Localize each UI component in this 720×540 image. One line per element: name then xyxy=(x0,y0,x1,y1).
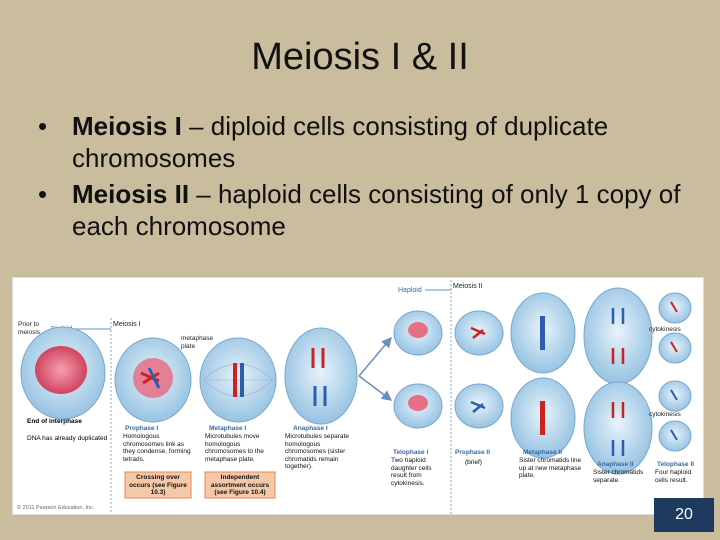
stage-title: Prophase II xyxy=(455,449,490,456)
meiosis-i-label: Meiosis I xyxy=(113,321,141,328)
cytokinesis-label-top: cytokinesis xyxy=(649,326,682,333)
haploid-label: Haploid xyxy=(398,287,422,294)
copyright-text: © 2011 Pearson Education, Inc. xyxy=(17,504,95,511)
stage-desc-wrap: Sister chromatids separate. xyxy=(593,469,655,499)
stage-desc: Four haploid cells result. xyxy=(655,469,701,484)
assortment-text: Independent assortment occurs (see Figur… xyxy=(207,474,273,497)
crossing-over-box: Crossing over occurs (see Figure 10.3) xyxy=(125,472,191,498)
split-arrow-bottom xyxy=(359,376,391,400)
split-arrow-top xyxy=(359,338,391,376)
stage-desc-wrap: Microtubules separate homologous chromos… xyxy=(285,433,361,479)
anaphase-i-cell xyxy=(285,328,357,424)
metaphase-i-cell xyxy=(200,338,276,422)
bullet-term: Meiosis II xyxy=(72,179,189,209)
stage-title: Anaphase II xyxy=(597,461,634,468)
anaphase-ii-cell-top xyxy=(584,288,652,384)
stage-desc: Homologous chromosomes link as they cond… xyxy=(123,433,191,463)
telophase-i-cell-top xyxy=(394,311,442,355)
slide-number: 20 xyxy=(654,498,714,532)
stage-desc-wrap: Four haploid cells result. xyxy=(655,469,701,499)
bullet-meiosis-i: •Meiosis I – diploid cells consisting of… xyxy=(38,110,698,174)
cytokinesis-label-bottom: cytokinesis xyxy=(649,411,682,418)
stage-title: Prophase I xyxy=(125,425,158,432)
stage-desc: Sister chromatids separate. xyxy=(593,469,655,484)
telophase-ii-cells xyxy=(659,293,691,451)
meiosis-diagram: Haploid Meiosis II Prior to meiosis Dipl… xyxy=(12,277,704,515)
stage-title: Telophase I xyxy=(393,449,428,456)
stage-desc: Two haploid daughter cells result from c… xyxy=(391,457,449,487)
bullet-icon: • xyxy=(38,178,47,210)
prophase-ii-cell-bottom xyxy=(455,384,503,428)
metaphase-plate-label: metaphase xyxy=(181,335,214,342)
meiosis-diagram-svg: Haploid Meiosis II Prior to meiosis Dipl… xyxy=(13,278,703,514)
prior-label-2: meiosis xyxy=(18,329,41,336)
stage-title: Telophase II xyxy=(657,461,694,468)
metaphase-ii-cell-bottom xyxy=(511,378,575,458)
stage-title: Anaphase I xyxy=(293,425,328,432)
stage-desc: (brief) xyxy=(465,459,482,466)
bullet-list: •Meiosis I – diploid cells consisting of… xyxy=(38,110,698,246)
bullet-icon: • xyxy=(38,110,47,142)
stage-desc-wrap: Homologous chromosomes link as they cond… xyxy=(123,433,191,473)
stage-desc: Sister chromatids line up at new metapha… xyxy=(519,457,589,480)
bullet-meiosis-ii: •Meiosis II – haploid cells consisting o… xyxy=(38,178,698,242)
prior-label: Prior to xyxy=(18,321,39,328)
metaphase-ii-cell-top xyxy=(511,293,575,373)
stage-desc-wrap: Microtubules move homologous chromosomes… xyxy=(205,433,275,473)
stage-desc-wrap: Sister chromatids line up at new metapha… xyxy=(519,457,589,497)
stage-desc: Microtubules separate homologous chromos… xyxy=(285,433,361,471)
stage-title: Metaphase I xyxy=(209,425,246,432)
slide-title: Meiosis I & II xyxy=(0,36,720,79)
telophase-i-cell-bottom xyxy=(394,384,442,428)
assortment-box: Independent assortment occurs (see Figur… xyxy=(205,472,275,498)
prophase-ii-cell-top xyxy=(455,311,503,355)
stage-title: Metaphase II xyxy=(523,449,562,456)
metaphase-plate-label-2: plate xyxy=(181,343,195,350)
stage-desc-wrap: Two haploid daughter cells result from c… xyxy=(391,457,449,497)
meiosis-ii-label: Meiosis II xyxy=(453,283,483,290)
stage-desc: Microtubules move homologous chromosomes… xyxy=(205,433,275,463)
crossing-over-text: Crossing over occurs (see Figure 10.3) xyxy=(127,474,189,497)
bullet-term: Meiosis I xyxy=(72,111,182,141)
prophase-i-cell xyxy=(115,338,191,422)
stage-desc: DNA has already duplicated xyxy=(27,435,108,442)
interphase-cell xyxy=(21,327,105,419)
stage-title: End of interphase xyxy=(27,418,82,425)
